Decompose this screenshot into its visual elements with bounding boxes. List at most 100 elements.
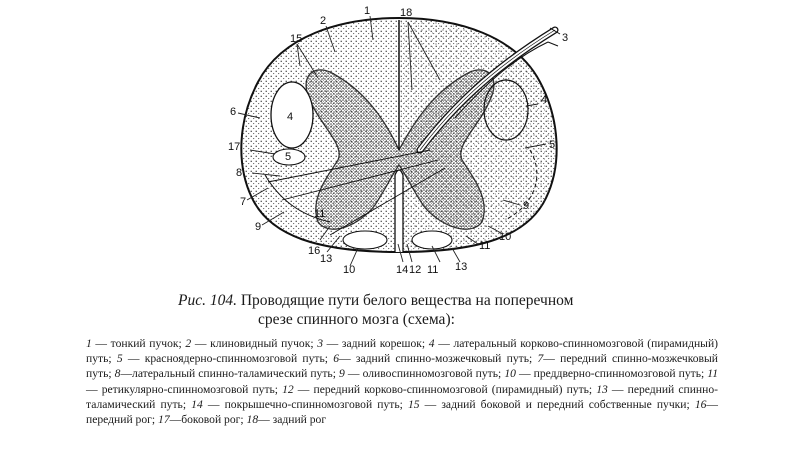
legend-number: 16 xyxy=(694,397,707,411)
label-4-right: 4 xyxy=(541,94,547,106)
legend-item: 8—латеральный спинно-таламический путь; xyxy=(115,367,339,380)
legend-item: 11 — ретикулярно-спинномозговой путь; xyxy=(86,367,718,395)
legend-text: латеральный спинно-таламический путь; xyxy=(132,367,340,381)
label-11-right: 11 xyxy=(479,240,490,252)
legend-separator: — xyxy=(202,397,225,411)
legend-number: 1 xyxy=(86,337,92,350)
label-13-right: 13 xyxy=(455,261,467,273)
label-5-right: 5 xyxy=(549,139,555,151)
legend-number: 12 xyxy=(282,382,294,396)
label-10-right: 10 xyxy=(499,231,511,243)
legend-text: тонкий пучок; xyxy=(110,337,186,350)
legend-item: 6— задний спинно-мозжечковый путь; xyxy=(333,352,537,365)
leader-lines xyxy=(237,15,547,267)
label-13-left: 13 xyxy=(320,253,332,265)
legend-separator: — xyxy=(344,367,363,381)
label-5-left: 5 xyxy=(285,151,291,163)
legend-text: задний рог xyxy=(272,413,327,427)
legend-number: 2 xyxy=(185,337,192,350)
spinocerebellar-arc-right xyxy=(504,149,538,221)
figure-number: Рис. 104. xyxy=(178,292,237,309)
label-2: 2 xyxy=(320,15,326,27)
label-1: 1 xyxy=(364,5,370,17)
legend-number: 14 xyxy=(191,397,203,411)
label-15: 15 xyxy=(290,33,302,45)
legend-item: 13 — передний спинно-таламический путь; xyxy=(86,383,718,411)
legend-text: передний спинно-таламический путь; xyxy=(86,382,718,411)
label-18: 18 xyxy=(400,7,412,19)
figure-legend: 1 — тонкий пучок; 2 — клиновидный пучок;… xyxy=(86,336,718,427)
legend-text: передний рог; xyxy=(86,413,159,427)
lateral-corticospinal-tract-right xyxy=(483,79,529,141)
legend-number: 11 xyxy=(707,367,719,381)
legend-item: 16— передний рог; xyxy=(86,398,718,426)
legend-number: 15 xyxy=(407,397,420,411)
legend-item: 3 — задний корешок; xyxy=(317,337,429,350)
label-6: 6 xyxy=(230,106,236,118)
anterior-tract-left xyxy=(342,230,388,250)
legend-number: 4 xyxy=(428,337,435,350)
legend-text: передний корково-спинномозговой (пирамид… xyxy=(313,382,597,396)
lateral-corticospinal-tract-left xyxy=(270,81,314,149)
legend-number: 3 xyxy=(317,337,324,350)
spinocerebellar-arc-left xyxy=(264,174,331,223)
legend-number: 9 xyxy=(339,367,345,381)
legend-separator: — xyxy=(607,382,628,396)
label-14: 14 xyxy=(396,264,408,276)
label-16: 16 xyxy=(308,245,320,257)
legend-item: 18— задний рог xyxy=(247,413,327,426)
legend-item: 2 — клиновидный пучок; xyxy=(185,337,317,350)
anterior-tract-right xyxy=(411,230,453,250)
legend-text: боковой рог; xyxy=(181,413,247,427)
legend-item: 12 — передний корково-спинномозговой (пи… xyxy=(282,383,596,396)
legend-item: 7— передний спинно-мозжечковый путь; xyxy=(86,352,718,380)
label-17: 17 xyxy=(228,141,240,153)
legend-text: латеральный корково-спинномозговой (пира… xyxy=(86,337,719,366)
caption-title-line1: Проводящие пути белого вещества на попер… xyxy=(240,292,574,309)
legend-text: задний спинно-мозжечковый путь; xyxy=(355,352,538,366)
legend-separator: — xyxy=(258,413,273,427)
legend-text: передний спинно-мозжечковый путь; xyxy=(86,352,719,381)
legend-separator: — xyxy=(543,352,561,366)
legend-separator: — xyxy=(419,397,442,411)
legend-item: 9 — оливоспинномозговой путь; xyxy=(339,367,504,380)
legend-number: 8 xyxy=(114,367,121,381)
legend-number: 13 xyxy=(596,382,608,396)
legend-item: 1 — тонкий пучок; xyxy=(86,337,185,350)
anterior-fissure xyxy=(394,169,404,252)
diagram-svg: 1 2 3 4 4 5 5 6 7 8 9 9 10 10 11 11 11 1… xyxy=(228,5,568,276)
label-8: 8 xyxy=(236,167,242,179)
legend-text: оливоспинномозговой путь; xyxy=(362,367,505,381)
rubrospinal-tract-left xyxy=(272,148,306,166)
legend-separator: — xyxy=(120,367,133,381)
legend-separator: — xyxy=(169,413,182,427)
legend-text: задний боковой и передний собственные пу… xyxy=(441,397,695,411)
legend-separator: — xyxy=(91,337,111,350)
legend-text: покрышечно-спинномозговой путь; xyxy=(224,397,408,411)
label-11-bottom: 11 xyxy=(427,264,438,276)
legend-text: преддверно-спинномозговой путь; xyxy=(533,367,708,381)
legend-separator: — xyxy=(191,337,211,350)
legend-item: 17—боковой рог; xyxy=(158,413,247,426)
legend-number: 7 xyxy=(537,352,544,366)
label-9-left: 9 xyxy=(255,221,261,233)
legend-number: 10 xyxy=(504,367,516,381)
legend-text: клиновидный пучок; xyxy=(210,337,318,350)
legend-separator: — xyxy=(339,352,356,366)
legend-number: 17 xyxy=(158,413,170,427)
label-9-right: 9 xyxy=(523,200,529,212)
legend-separator: — xyxy=(706,397,719,411)
legend-separator: — xyxy=(434,337,454,350)
legend-item: 5 — красноядерно-спинномозговой путь; xyxy=(117,352,333,365)
label-10-left: 10 xyxy=(343,264,355,276)
legend-item: 14 — покрышечно-спинномозговой путь; xyxy=(191,398,408,411)
figure-caption: Рис. 104. Проводящие пути белого веществ… xyxy=(178,291,738,329)
label-12: 12 xyxy=(409,264,421,276)
diagram-labels: 1 2 3 4 4 5 5 6 7 8 9 9 10 10 11 11 11 1… xyxy=(228,5,568,276)
legend-text: ретикулярно-спинномозговой путь; xyxy=(101,382,283,396)
caption-title-line2: срезе спинного мозга (схема): xyxy=(258,311,455,328)
legend-item: 15 — задний боковой и передний собственн… xyxy=(408,398,695,411)
legend-separator: — xyxy=(86,382,102,396)
spinal-cord-diagram: 1 2 3 4 4 5 5 6 7 8 9 9 10 10 11 11 11 1… xyxy=(228,5,568,276)
legend-number: 18 xyxy=(246,413,259,427)
